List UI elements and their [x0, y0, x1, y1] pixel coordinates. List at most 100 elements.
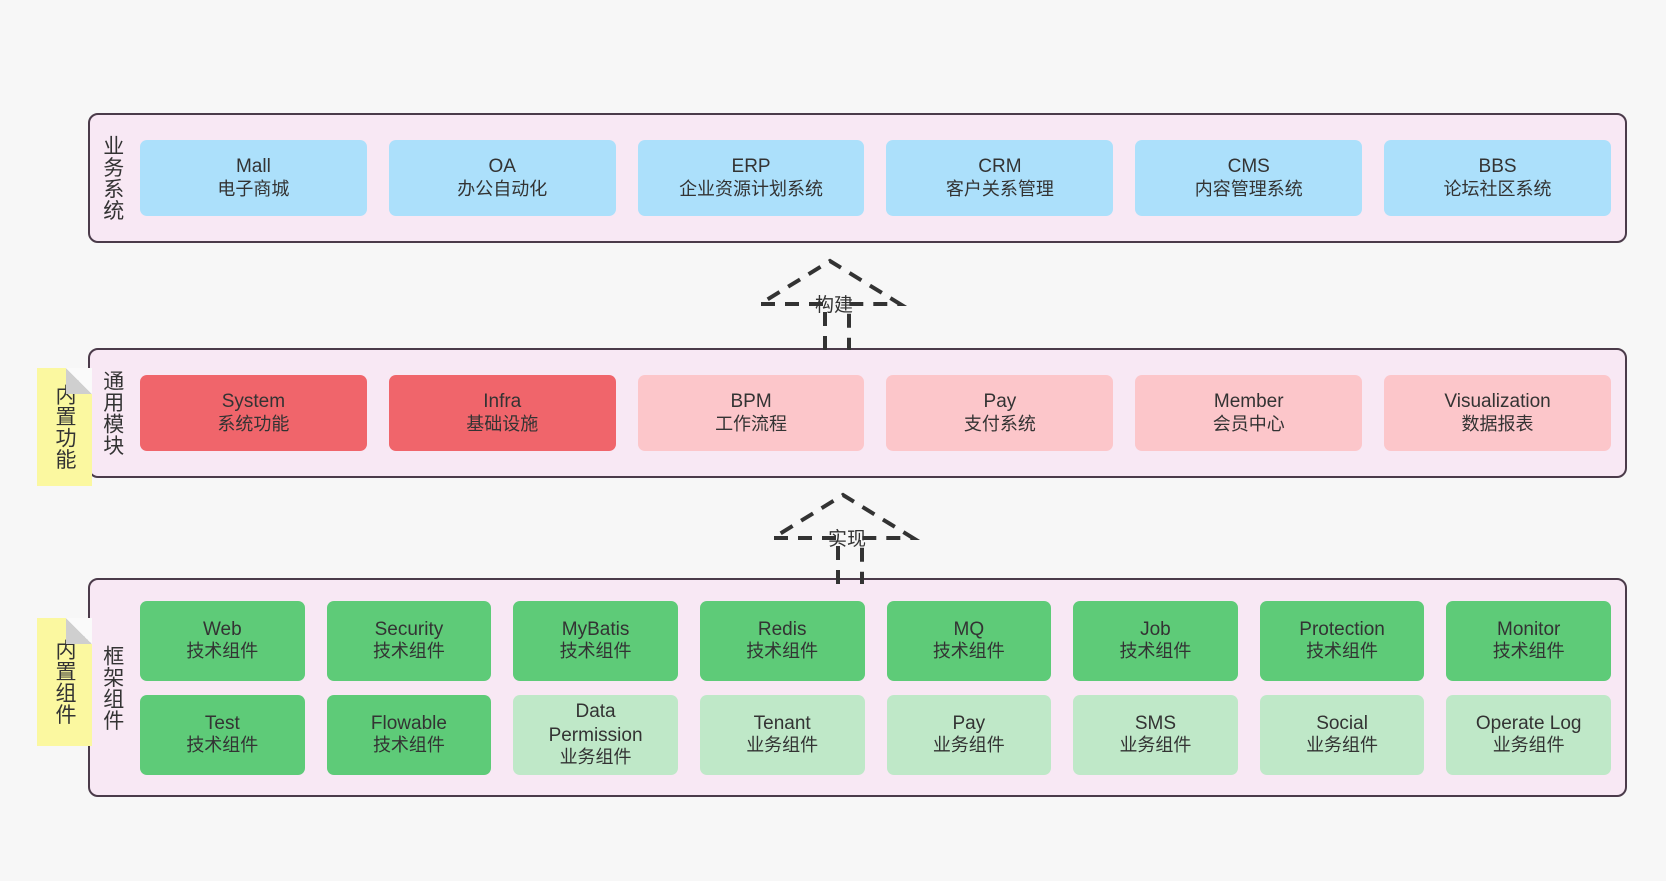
- card-oa[interactable]: OA 办公自动化: [388, 140, 616, 216]
- card-title: BPM: [730, 391, 772, 413]
- card-title: Test: [204, 712, 240, 734]
- card-redis[interactable]: Redis 技术组件: [699, 600, 865, 681]
- card-subtitle: 客户关系管理: [945, 178, 1054, 199]
- card-title: MQ: [953, 618, 985, 640]
- card-title: ERP: [731, 156, 771, 178]
- card-web[interactable]: Web 技术组件: [140, 600, 305, 681]
- card-subtitle: 技术组件: [1492, 641, 1565, 662]
- card-subtitle: 支付系统: [963, 413, 1036, 434]
- layer-body-common-modules: System 系统功能 Infra 基础设施 BPM 工作流程 Pay 支付系统…: [134, 350, 1625, 476]
- layer-title-common-modules: 通用模块: [100, 370, 124, 456]
- card-title: Web: [202, 618, 242, 640]
- card-title: Pay: [952, 712, 986, 734]
- card-pay[interactable]: Pay 支付系统: [886, 375, 1114, 451]
- generalization-arrow-implement: 实现: [765, 492, 921, 584]
- card-row: System 系统功能 Infra 基础设施 BPM 工作流程 Pay 支付系统…: [140, 375, 1611, 451]
- card-title: Security: [374, 618, 444, 640]
- card-subtitle: 技术组件: [746, 641, 819, 662]
- card-bpm[interactable]: BPM 工作流程: [637, 375, 865, 451]
- card-pay-business[interactable]: Pay 业务组件: [886, 694, 1052, 775]
- card-title: Redis: [757, 618, 807, 640]
- card-subtitle: 技术组件: [1119, 641, 1192, 662]
- layer-business-system: 业务系统 Mall 电子商城 OA 办公自动化 ERP 企业资源计划系统 CRM…: [88, 113, 1627, 243]
- card-infra[interactable]: Infra 基础设施: [388, 375, 616, 451]
- arrow-outline: [765, 492, 921, 584]
- card-title: CRM: [978, 156, 1022, 178]
- card-subtitle: 业务组件: [1492, 735, 1565, 756]
- card-title: Job: [1140, 618, 1171, 640]
- note-fold-corner: [66, 368, 92, 394]
- arrow-outline: [752, 258, 908, 350]
- note-builtin-components: 内置组件: [37, 618, 92, 746]
- layer-body-business-system: Mall 电子商城 OA 办公自动化 ERP 企业资源计划系统 CRM 客户关系…: [134, 115, 1625, 241]
- card-title: Visualization: [1444, 391, 1551, 413]
- card-visualization[interactable]: Visualization 数据报表: [1384, 375, 1611, 451]
- card-erp[interactable]: ERP 企业资源计划系统: [637, 140, 865, 216]
- layer-title-business-system: 业务系统: [100, 135, 124, 221]
- card-system[interactable]: System 系统功能: [140, 375, 367, 451]
- note-label: 内置组件: [53, 639, 77, 725]
- card-subtitle: 业务组件: [746, 735, 819, 756]
- card-title: Data Permission: [548, 701, 643, 746]
- card-title: Protection: [1299, 618, 1385, 640]
- card-data-permission[interactable]: Data Permission 业务组件: [513, 694, 678, 775]
- card-sms[interactable]: SMS 业务组件: [1073, 694, 1238, 775]
- card-subtitle: 基础设施: [466, 413, 539, 434]
- card-title: Pay: [983, 391, 1017, 413]
- layer-common-modules: 通用模块 System 系统功能 Infra 基础设施 BPM 工作流程 Pay…: [88, 348, 1627, 478]
- card-test[interactable]: Test 技术组件: [140, 694, 305, 775]
- connector-label-build: 构建: [815, 295, 854, 316]
- card-row: Mall 电子商城 OA 办公自动化 ERP 企业资源计划系统 CRM 客户关系…: [140, 140, 1611, 216]
- card-subtitle: 业务组件: [559, 746, 632, 767]
- card-title: Social: [1316, 712, 1368, 734]
- card-title: BBS: [1478, 156, 1517, 178]
- layer-title-framework-components: 框架组件: [100, 644, 124, 731]
- card-subtitle: 会员中心: [1212, 413, 1285, 434]
- card-job[interactable]: Job 技术组件: [1073, 600, 1238, 681]
- card-crm[interactable]: CRM 客户关系管理: [886, 140, 1114, 216]
- card-flowable[interactable]: Flowable 技术组件: [326, 694, 492, 775]
- card-subtitle: 技术组件: [372, 735, 445, 756]
- card-mq[interactable]: MQ 技术组件: [886, 600, 1052, 681]
- card-subtitle: 技术组件: [186, 735, 259, 756]
- card-bbs[interactable]: BBS 论坛社区系统: [1384, 140, 1611, 216]
- card-title: CMS: [1227, 156, 1270, 178]
- card-subtitle: 数据报表: [1461, 413, 1534, 434]
- note-label: 内置功能: [53, 384, 77, 470]
- card-title: OA: [488, 156, 516, 178]
- generalization-arrow-build: 构建: [752, 258, 908, 350]
- card-subtitle: 工作流程: [715, 413, 788, 434]
- note-fold-corner: [66, 618, 92, 644]
- card-monitor[interactable]: Monitor 技术组件: [1446, 600, 1611, 681]
- card-subtitle: 企业资源计划系统: [679, 178, 824, 199]
- card-mybatis[interactable]: MyBatis 技术组件: [513, 600, 678, 681]
- card-title: Tenant: [753, 712, 811, 734]
- card-mall[interactable]: Mall 电子商城: [140, 140, 367, 216]
- card-row-business: Test 技术组件 Flowable 技术组件 Data Permission …: [140, 694, 1611, 775]
- card-social[interactable]: Social 业务组件: [1259, 694, 1425, 775]
- card-subtitle: 业务组件: [932, 735, 1005, 756]
- card-subtitle: 技术组件: [559, 641, 632, 662]
- layer-framework-components: 框架组件 Web 技术组件 Security 技术组件 MyBatis 技术组件…: [88, 578, 1627, 797]
- card-subtitle: 系统功能: [217, 413, 290, 434]
- card-cms[interactable]: CMS 内容管理系统: [1135, 140, 1363, 216]
- card-title: Flowable: [370, 712, 447, 734]
- card-subtitle: 技术组件: [1306, 641, 1379, 662]
- card-protection[interactable]: Protection 技术组件: [1259, 600, 1425, 681]
- connector-label-implement: 实现: [828, 529, 867, 550]
- layer-body-framework-components: Web 技术组件 Security 技术组件 MyBatis 技术组件 Redi…: [134, 580, 1625, 795]
- card-subtitle: 论坛社区系统: [1443, 178, 1552, 199]
- card-title: Monitor: [1497, 618, 1561, 640]
- card-member[interactable]: Member 会员中心: [1135, 375, 1363, 451]
- card-operate-log[interactable]: Operate Log 业务组件: [1446, 694, 1611, 775]
- card-title: Operate Log: [1475, 712, 1582, 734]
- card-title: System: [221, 391, 286, 413]
- card-title: Infra: [483, 391, 522, 413]
- card-subtitle: 技术组件: [186, 641, 259, 662]
- card-title: MyBatis: [561, 618, 630, 640]
- card-subtitle: 办公自动化: [457, 178, 548, 199]
- card-tenant[interactable]: Tenant 业务组件: [699, 694, 865, 775]
- card-title: Member: [1213, 391, 1284, 413]
- card-security[interactable]: Security 技术组件: [326, 600, 492, 681]
